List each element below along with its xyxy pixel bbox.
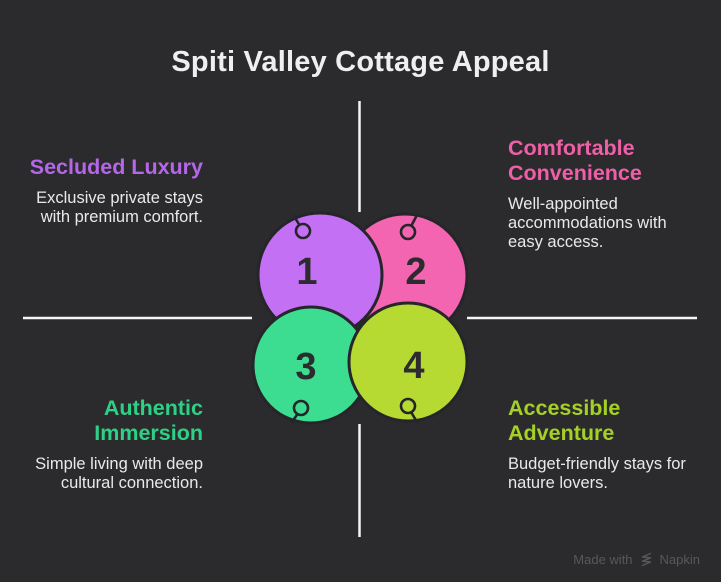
circle-number-2: 2	[405, 251, 426, 293]
quadrant-body-authentic-immersion: Simple living with deep cultural connect…	[35, 455, 203, 492]
watermark-brand: Napkin	[659, 552, 700, 567]
watermark-prefix: Made with	[573, 552, 633, 567]
quadrant-heading-accessible-adventure: Accessible Adventure	[508, 396, 621, 445]
pin-icon-2	[399, 223, 417, 241]
quadrant-divider-lines	[23, 101, 697, 537]
pin-icon-4	[399, 397, 417, 415]
quadrant-heading-comfortable-convenience: Comfortable Convenience	[508, 136, 642, 185]
page-title: Spiti Valley Cottage Appeal	[171, 46, 550, 78]
pin-icon-3	[292, 399, 310, 417]
quadrant-bottom-right: Accessible Adventure Budget-friendly sta…	[508, 396, 708, 493]
circle-4-group: 4	[347, 301, 469, 424]
circle-number-4: 4	[403, 345, 424, 387]
quadrant-body-secluded-luxury: Exclusive private stays with premium com…	[36, 189, 203, 226]
pin-icon-1	[294, 222, 312, 240]
napkin-watermark[interactable]: Made with Napkin	[573, 552, 700, 567]
quadrant-top-right: Comfortable Convenience Well-appointed a…	[508, 136, 708, 252]
circle-4	[347, 301, 469, 423]
circle-number-1: 1	[296, 251, 317, 293]
circle-1-group: 1	[256, 211, 384, 339]
quadrant-top-left: Secluded Luxury Exclusive private stays …	[3, 155, 203, 227]
quadrant-heading-authentic-immersion: Authentic Immersion	[94, 396, 203, 445]
quadrant-bottom-left: Authentic Immersion Simple living with d…	[3, 396, 203, 493]
quadrant-body-comfortable-convenience: Well-appointed accommodations with easy …	[508, 195, 667, 251]
quadrant-body-accessible-adventure: Budget-friendly stays for nature lovers.	[508, 455, 686, 492]
quadrant-heading-secluded-luxury: Secluded Luxury	[29, 155, 203, 179]
napkin-logo-icon	[641, 552, 651, 567]
circle-number-3: 3	[295, 346, 316, 388]
